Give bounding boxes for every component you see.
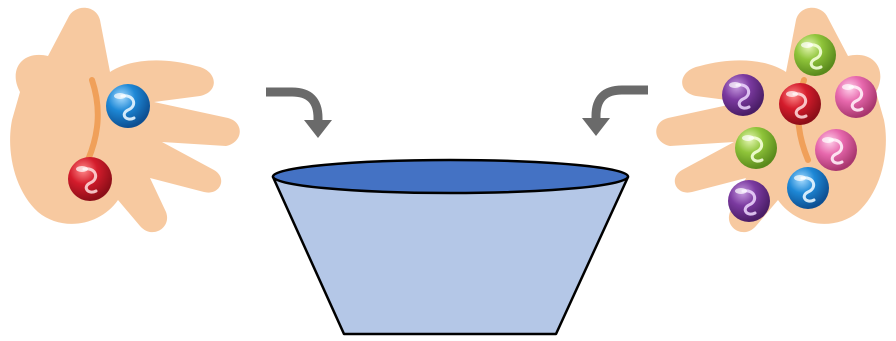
marble-red (779, 83, 821, 125)
marble-blue (787, 167, 829, 209)
bowl-rim (273, 160, 628, 193)
marble-red (68, 157, 112, 201)
bowl (273, 160, 628, 334)
marble-pink (835, 76, 877, 118)
right-hand (656, 8, 886, 232)
right-hand-shape (656, 8, 886, 232)
marble-pink (815, 129, 857, 171)
marble-purple (722, 74, 764, 116)
left-curved-arrow (266, 92, 332, 138)
marble-green (735, 127, 777, 169)
bowl-body (273, 177, 628, 334)
right-curved-arrow (582, 90, 648, 136)
marble-purple (728, 180, 770, 222)
marble-green (794, 34, 836, 76)
marble-blue (106, 84, 150, 128)
